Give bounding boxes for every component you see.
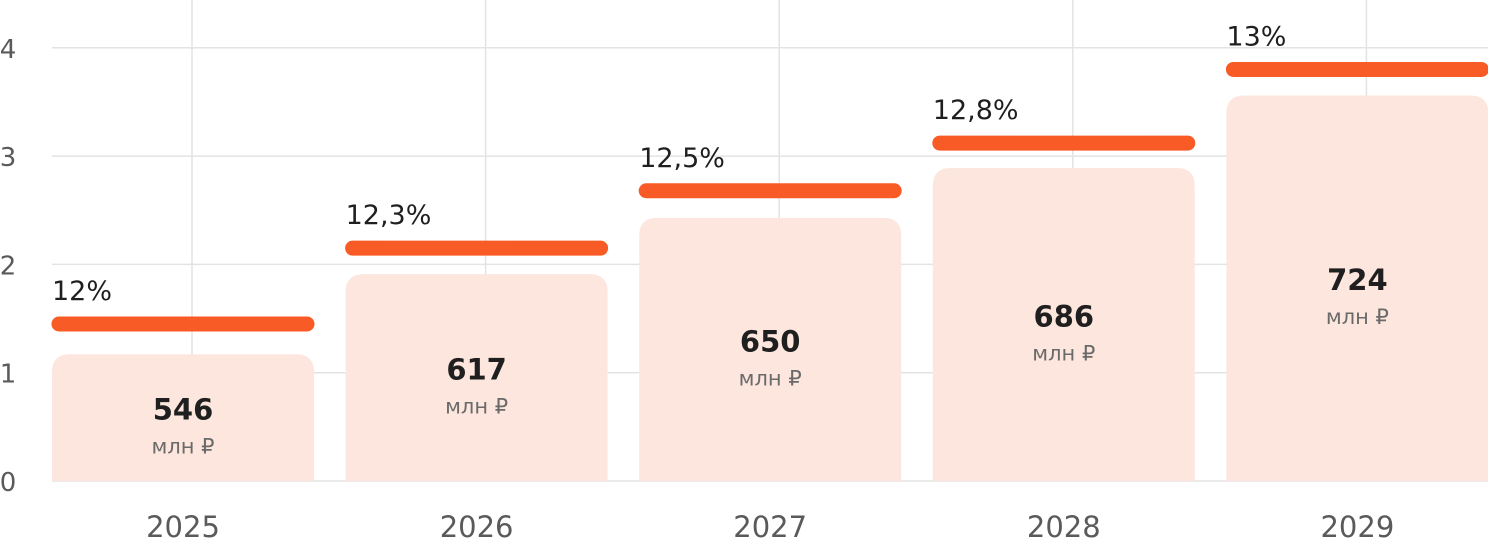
y-tick-label: 3 <box>0 143 16 173</box>
bar-value-label: 650 <box>740 324 801 358</box>
y-tick-label: 4 <box>0 35 16 65</box>
y-tick-label: 1 <box>0 360 16 390</box>
rate-label: 12% <box>52 276 112 307</box>
bar-unit-label: млн ₽ <box>1032 342 1095 366</box>
bar-value-label: 724 <box>1327 263 1388 297</box>
bar <box>932 168 1195 481</box>
x-tick-label: 2029 <box>1320 510 1394 544</box>
bar-unit-label: млн ₽ <box>445 395 508 419</box>
bar-unit-label: млн ₽ <box>151 435 214 459</box>
rate-label: 13% <box>1226 21 1286 52</box>
bar-unit-label: млн ₽ <box>739 366 802 390</box>
labels: 0 1 2 3 4 12% 546 млн ₽ 2025 12,3% 617 млн ₽ 2026 12,… <box>0 21 1394 544</box>
bar-value-label: 617 <box>446 353 507 387</box>
bar-value-label: 686 <box>1034 300 1095 334</box>
x-tick-label: 2026 <box>440 510 514 544</box>
rate-label: 12,8% <box>933 95 1019 126</box>
bar <box>1226 95 1488 481</box>
bar <box>52 354 314 481</box>
bar-value-label: 546 <box>153 393 214 427</box>
bar-unit-label: млн ₽ <box>1326 305 1389 329</box>
rate-label: 12,3% <box>346 200 432 231</box>
y-tick-label: 0 <box>0 468 16 498</box>
y-tick-label: 2 <box>0 251 16 281</box>
bar <box>639 217 902 481</box>
x-tick-label: 2028 <box>1027 510 1101 544</box>
x-tick-label: 2025 <box>146 510 220 544</box>
rate-label: 12,5% <box>639 143 725 174</box>
bar <box>345 274 608 481</box>
x-tick-label: 2027 <box>733 510 807 544</box>
bars <box>51 61 1488 481</box>
